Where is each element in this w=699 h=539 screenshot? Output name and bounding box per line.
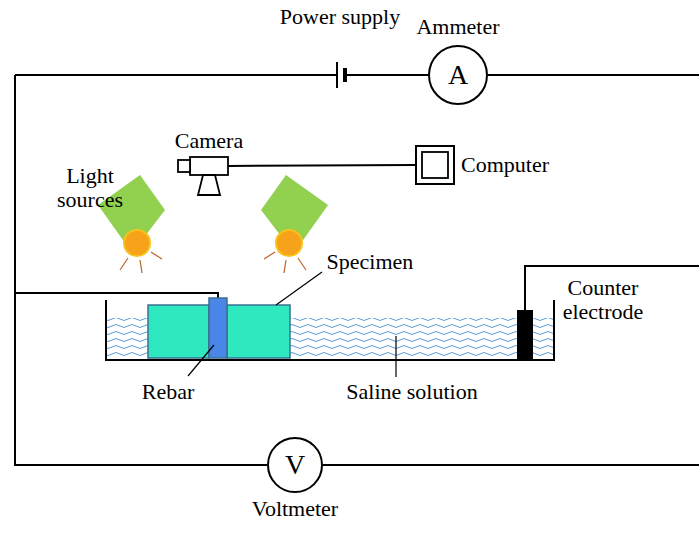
meter-letter: V bbox=[285, 450, 305, 481]
tank bbox=[106, 300, 554, 360]
circuit-wire bbox=[15, 75, 699, 465]
camera-symbol bbox=[178, 157, 228, 195]
connector-line bbox=[228, 165, 415, 166]
connector bbox=[228, 165, 415, 166]
camera-node: Camera bbox=[190, 157, 228, 175]
ammeter-node: AAmmeter bbox=[428, 45, 488, 105]
power-supply-label: Power supply bbox=[260, 5, 420, 29]
specimen-block bbox=[148, 305, 209, 358]
computer-symbol bbox=[422, 152, 448, 178]
computer-node: Computer bbox=[415, 145, 455, 185]
counter-electrode-label: Counter electrode bbox=[553, 276, 653, 324]
leader-line bbox=[188, 272, 396, 377]
rebar-label: Rebar bbox=[123, 380, 213, 404]
counter-electrode bbox=[517, 310, 533, 360]
node-label: Computer bbox=[461, 153, 549, 177]
node-label: Voltmeter bbox=[252, 497, 338, 521]
meter-letter: A bbox=[448, 60, 468, 91]
node-label: Ammeter bbox=[416, 15, 499, 39]
specimen-block bbox=[227, 305, 290, 358]
node-label: Camera bbox=[175, 129, 243, 153]
specimen-label: Specimen bbox=[310, 250, 430, 274]
light-source bbox=[261, 175, 328, 273]
battery-symbol bbox=[337, 62, 345, 88]
light-sources-label: Light sources bbox=[50, 164, 130, 212]
saline-solution-label: Saline solution bbox=[327, 380, 497, 404]
voltmeter-node: VVoltmeter bbox=[267, 437, 323, 493]
rebar bbox=[209, 298, 227, 358]
